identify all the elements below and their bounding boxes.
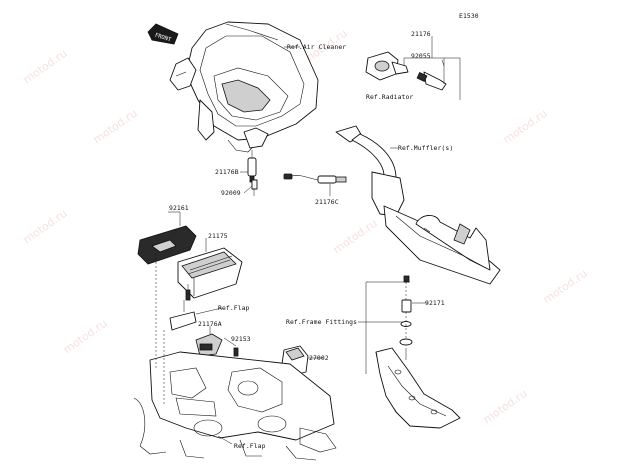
part-number-92171: 92171 (425, 299, 445, 307)
sensor-21176B (247, 150, 258, 196)
part-number-27002: 27002 (309, 354, 329, 362)
frame-structure (133, 254, 337, 461)
heat-shield (375, 347, 461, 429)
part-number-21176B: 21176B (215, 168, 239, 176)
label-ref-frame-fittings: Ref.Frame Fittings (286, 318, 358, 326)
label-ref-radiator: Ref.Radiator (366, 93, 414, 101)
part-number-21175: 21175 (208, 232, 228, 240)
sensor-21176C (283, 173, 347, 196)
label-ref-flap-top: Ref.Flap (218, 304, 250, 312)
exhaust-muffler (335, 125, 501, 285)
label-ref-flap-bottom: Ref.Flap (234, 442, 266, 450)
part-number-92009: 92009 (221, 189, 241, 197)
sensor-bracket-21176A (169, 284, 239, 357)
part-number-92153: 92153 (231, 335, 251, 343)
ecu-21175 (177, 238, 243, 299)
ecu-bracket-92161 (137, 211, 197, 265)
label-ref-air-cleaner: Ref.Air Cleaner (287, 43, 347, 51)
part-number-21176C: 21176C (315, 198, 339, 206)
front-badge-text: FRONT (154, 33, 172, 44)
label-ref-mufflers: Ref.Muffler(s) (398, 144, 454, 152)
part-number-21176: 21176 (411, 30, 431, 38)
radiator-sensor-21176 (365, 36, 461, 100)
diagram-id: E1530 (459, 12, 479, 20)
front-arrow-icon: FRONT (147, 23, 179, 45)
air-cleaner-housing (169, 21, 319, 153)
part-number-21176A: 21176A (198, 320, 222, 328)
part-number-92055: 92055 (411, 52, 431, 60)
part-number-92161: 92161 (169, 204, 189, 212)
bolt-stack-92171 (365, 275, 428, 374)
